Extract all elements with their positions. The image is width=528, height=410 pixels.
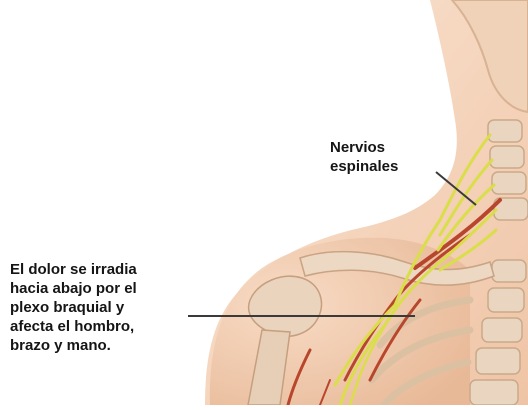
pain-description-label: El dolor se irradia hacia abajo por el p… <box>10 260 137 355</box>
spinal-nerves-label: Nervios espinales <box>330 138 398 176</box>
